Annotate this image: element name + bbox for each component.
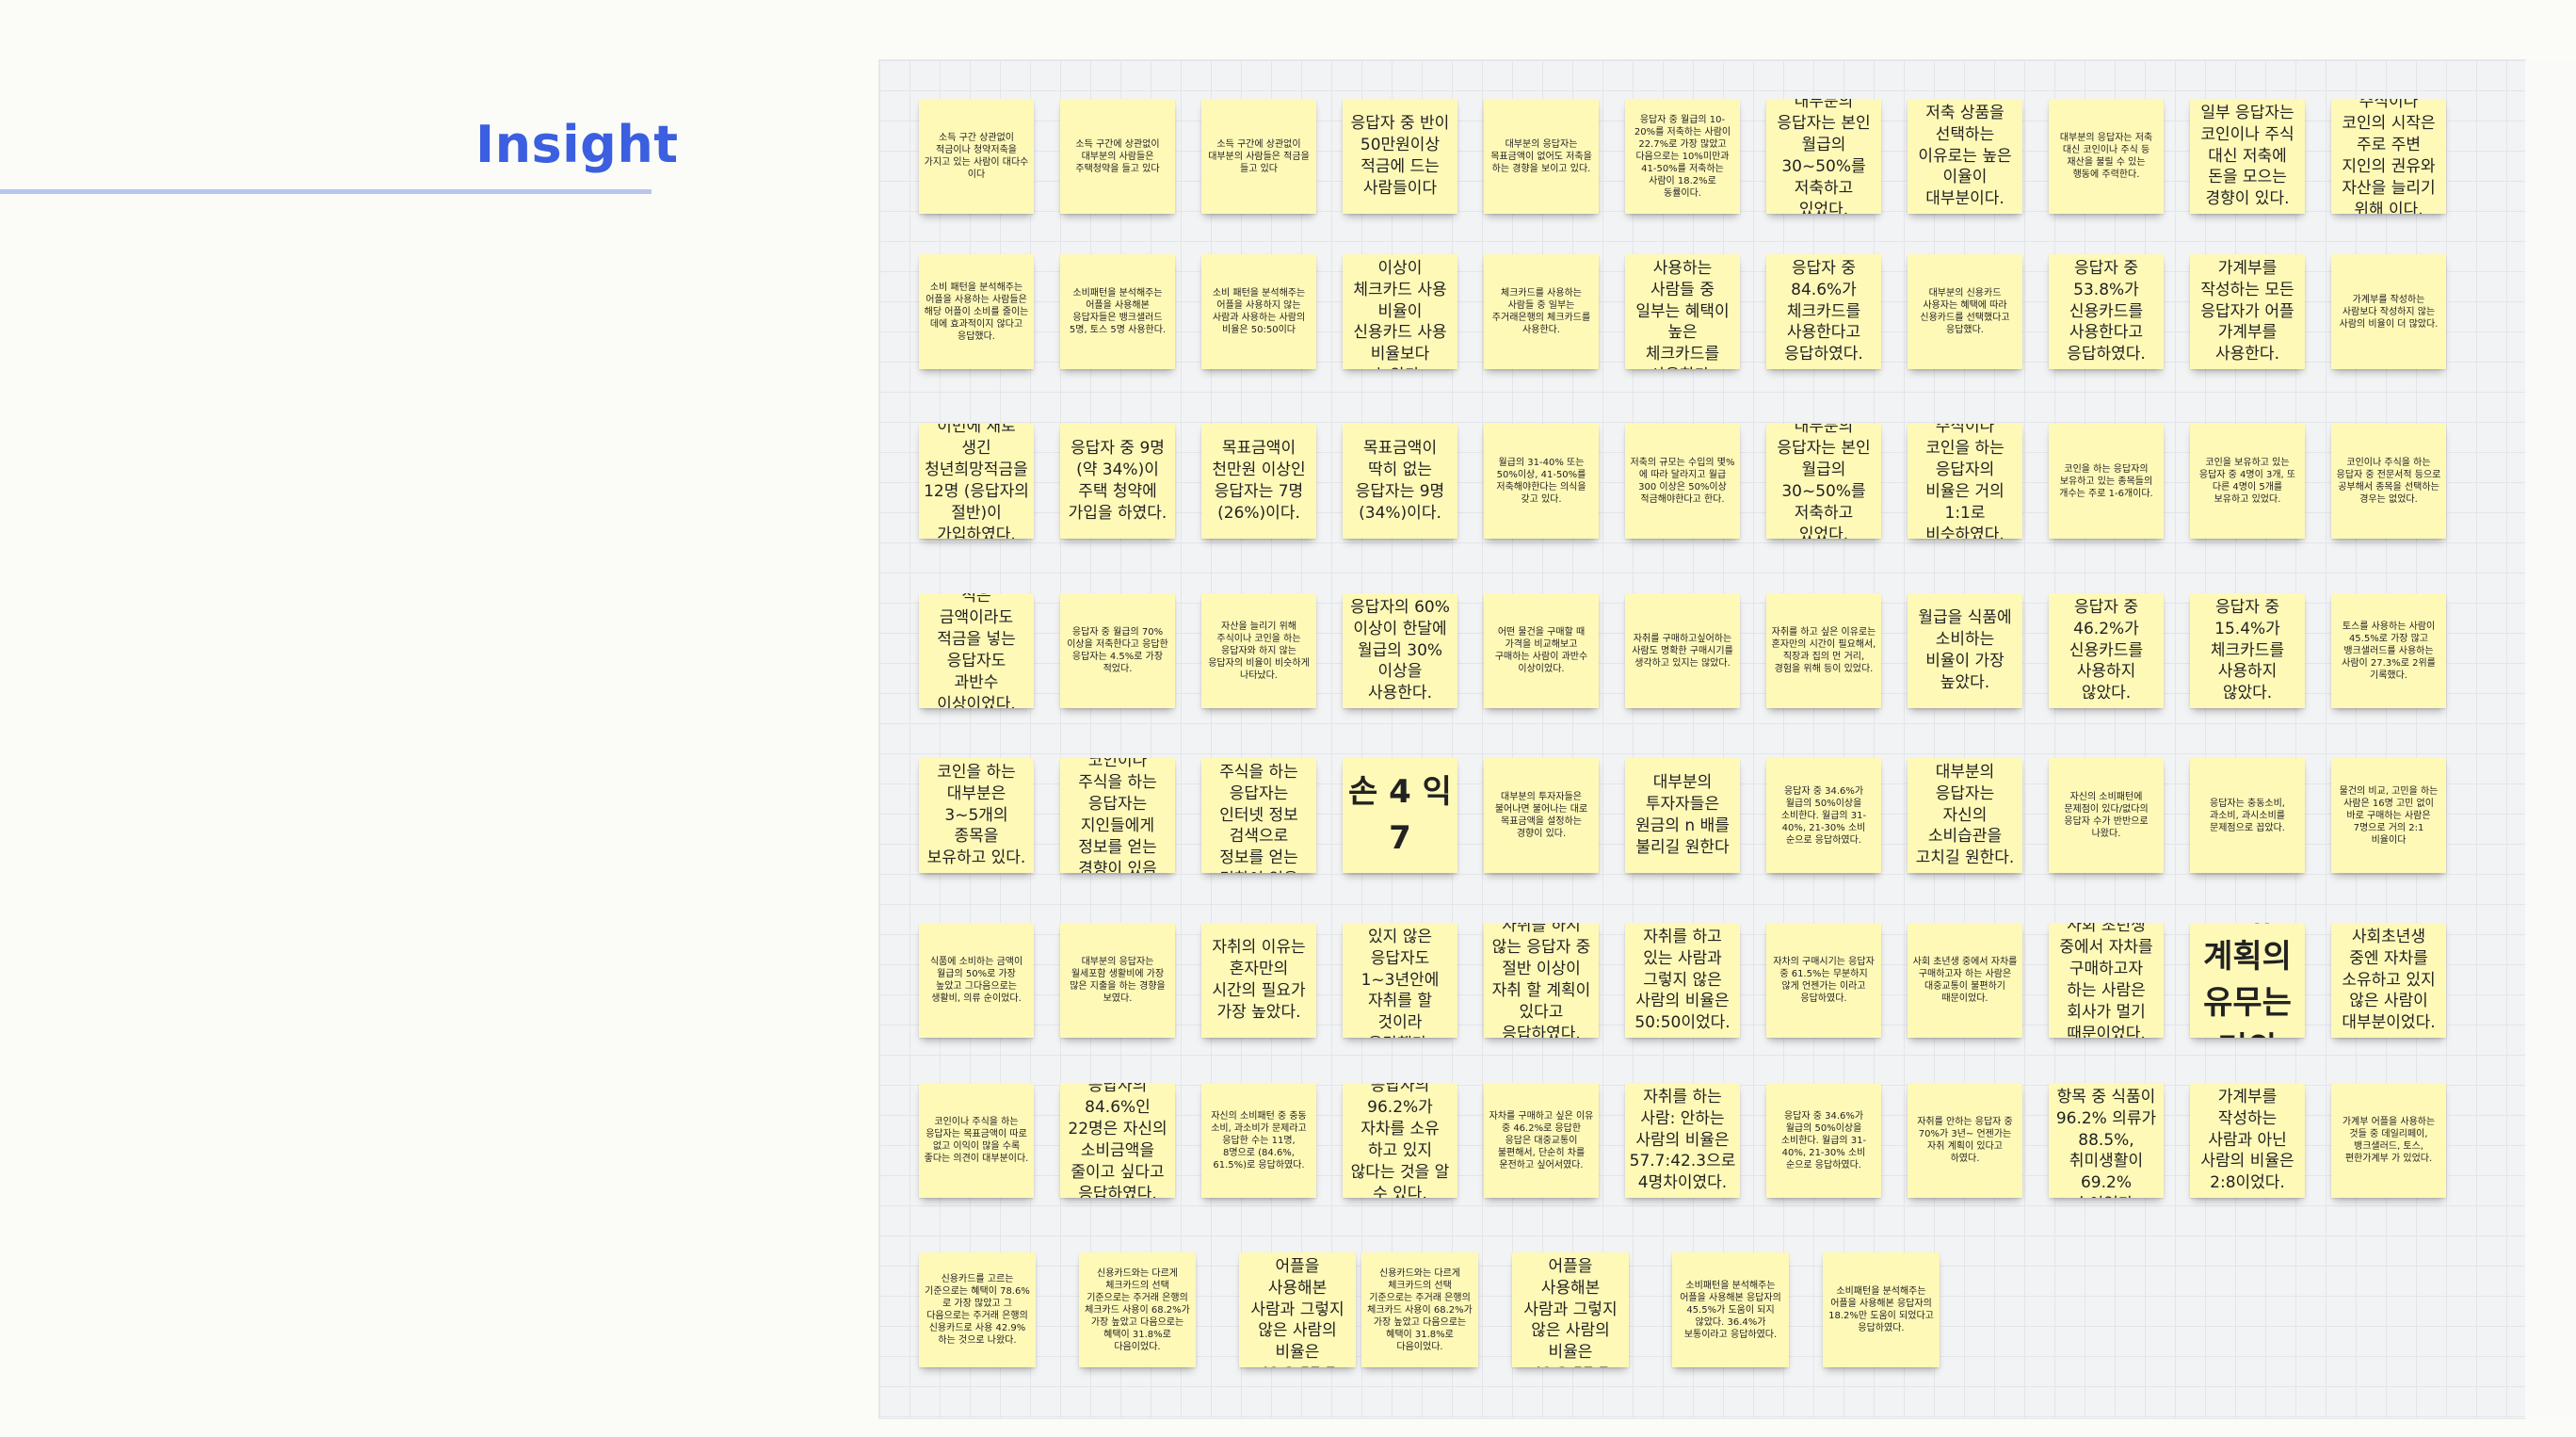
sticky-note[interactable]: 코인이나 주식을 하는 응답자는 지인들에게 정보를 얻는 경향이 있음 [1060,758,1175,873]
sticky-note[interactable]: 소득 구간 상관없이 적금이나 청약저축을 가지고 있는 사람이 대다수 이다 [919,99,1034,214]
sticky-note[interactable]: 자신의 소비패턴에 문제점이 있다/없다의 응답자 수가 반반으로 나왔다. [2049,758,2164,873]
sticky-note[interactable]: 이번에 새로 생긴 청년희망적금을 12명 (응답자의 절반)이 가입하였다. [919,424,1034,539]
sticky-note[interactable]: 월급의 31-40% 또는 50%이상, 41-50%를 저축해야한다는 의식을… [1484,424,1599,539]
sticky-note[interactable]: 소비 패턴을 분석해주는 어플을 사용하지 않는 사람과 사용하는 사람의 비율… [1201,254,1316,369]
board-scroll-edge [2525,60,2576,1418]
sticky-note[interactable]: 대부분의 신용카드 사용자는 혜택에 따라 신용카드를 선택했다고 응답했다. [1908,254,2022,369]
sticky-note[interactable]: 자취를 구매하고싶어하는 사람도 명확한 구매시기를 생각하고 있지는 않았다. [1625,593,1740,708]
sticky-note[interactable]: 응답자는 충동소비, 과소비, 과시소비를 문제점으로 꼽았다. [2190,758,2305,873]
sticky-note[interactable]: 신용카드를 고르는 기준으로는 혜택이 78.6%로 가장 많았고 그 다음으로… [919,1252,1036,1367]
sticky-note[interactable]: 신용카드와는 다르게 체크카드의 선택 기준으로는 주거래 은행의 체크카드 사… [1361,1252,1478,1367]
sticky-note[interactable]: 응답자의 60%이상이 한달에 월급의 30%이상을 사용한다. [1343,593,1457,708]
sticky-note[interactable]: 응답자 중 34.6%가 월급의 50%이상을 소비한다. 월급의 31-40%… [1766,758,1881,873]
sticky-note[interactable]: 가계부 어플을 사용하는 것들 중 데일리페이, 뱅크샐러드, 토스, 편한가계… [2331,1083,2446,1198]
sticky-note[interactable]: 자취를 하고 있는 사람과 그렇지 않은 사람의 비율은 50:50이었다. [1625,923,1740,1038]
sticky-note[interactable]: 사회 초년생 중에서 자차를 구매하고자 하는 사람은 대중교통이 불편하기 때… [1908,923,2022,1038]
sticky-note[interactable]: 코인을 하는 대부분은 3~5개의 종목을 보유하고 있다. [919,758,1034,873]
sticky-note[interactable]: 코인이나 주식을 하는 응답자는 인터넷 정보 검색으로 정보를 얻는 경향이 … [1201,758,1316,873]
sticky-note[interactable]: 저축 상품을 선택하는 이유로는 높은 이율이 대부분이다. [1908,99,2022,214]
sticky-note[interactable]: 대부분의 투자자들은 불어나면 불어나는 대로 목표금액을 설정하는 경향이 있… [1484,758,1599,873]
sticky-note[interactable]: 가계부를 작성하는 사람보다 작성하지 않는 사람의 비율이 더 많았다. [2331,254,2446,369]
sticky-note[interactable]: 소비패턴을 분석해주는 어플을 사용해본 응답자의 45.5%가 도움이 되지 … [1672,1252,1789,1367]
sticky-note[interactable]: 손 4 익 7 [1343,758,1457,873]
sticky-note[interactable]: 물건의 비교, 고민을 하는 사람은 16명 고민 없이 바로 구매하는 사람은… [2331,758,2446,873]
sticky-note[interactable]: 대부분의 투자자들은 원금의 n 배를 불리길 원한다 [1625,758,1740,873]
sticky-note[interactable]: 자취를 하고 싶은 이유로는 혼자만의 시간이 필요해서, 직장과 집의 먼 거… [1766,593,1881,708]
sticky-note[interactable]: 응답자 중 53.8%가 신용카드를 사용한다고 응답하였다. [2049,254,2164,369]
sticky-note[interactable]: 자취를 안하는 응답자 중 70%가 3년~ 언젠가는 자취 계획이 있다고 하… [1908,1083,2022,1198]
sticky-note[interactable]: 응답자 중 월급의 70%이상을 저축한다고 응답한 응답자는 4.5%로 가장… [1060,593,1175,708]
sticky-note[interactable]: 자신의 소비패턴 중 충동 소비, 과소비가 문제라고 응답한 수는 11명, … [1201,1083,1316,1198]
sticky-note[interactable]: 코인이나 주식을 하는 응답자는 목표금액이 따로 없고 이익이 많을 수록 좋… [919,1083,1034,1198]
sticky-note[interactable]: 소비패턴을 분석해주는 어플을 사용해본 응답자의 18.2%만 도움이 되었다… [1823,1252,1940,1367]
sticky-note[interactable]: 목표금액이 딱히 없는 응답자는 9명(34%)이다. [1343,424,1457,539]
sticky-note[interactable]: 자산을 늘리기 위해 주식이나 코인을 하는 응답자와 하지 않는 응답자의 비… [1201,593,1316,708]
sticky-note[interactable]: 응답자 중 15.4%가 체크카드를 사용하지 않았다. [2190,593,2305,708]
sticky-note[interactable]: 신용카드와는 다르게 체크카드의 선택 기준으로는 주거래 은행의 체크카드 사… [1079,1252,1196,1367]
sticky-note[interactable]: 토스를 사용하는 사람이 45.5%로 가장 많고 뱅크샐러드를 사용하는 사람… [2331,593,2446,708]
sticky-note[interactable]: 적은 금액이라도 적금을 넣는 응답자도 과반수 이상이었다. [919,593,1034,708]
sticky-note[interactable]: 저축의 규모는 수입의 몇%에 따라 달라지고 월급 300 이상은 50%이상… [1625,424,1740,539]
sticky-note[interactable]: 목표금액이 천만원 이상인 응답자는 7명(26%)이다. [1201,424,1316,539]
sticky-note[interactable]: 응답자 중 46.2%가 신용카드를 사용하지 않았다. [2049,593,2164,708]
sticky-note[interactable]: 식품에 소비하는 금액이 월급의 50%로 가장 높았고 그다음으로는 생활비,… [919,923,1034,1038]
sticky-note[interactable]: 대부분의 응답자는 목표금액이 없어도 저축을 하는 경향을 보이고 있다. [1484,99,1599,214]
sticky-note[interactable]: 자차의 소유 계획의 유무는 거의 반반이다. [2190,923,2305,1038]
sticky-note[interactable]: 가계부를 작성하는 사람과 아닌 사람의 비율은 2:8이었다. [2190,1083,2305,1198]
sticky-note[interactable]: 어떤 물건을 구매할 때 가격을 비교해보고 구매하는 사람이 과반수 이상이었… [1484,593,1599,708]
sticky-note[interactable]: 주식이나 코인의 시작은 주로 주변 지인의 권유와 자산을 늘리기 위해 이다… [2331,99,2446,214]
page-title: Insight [475,115,679,174]
sticky-note[interactable]: 대부분의 응답자는 본인 월급의 30~50%를 저축하고 있었다. [1766,99,1881,214]
sticky-note[interactable]: 자차를 구매하고 싶은 이유 중 46.2%로 응답한 응답은 대중교통이 불편… [1484,1083,1599,1198]
sticky-note[interactable]: 소득 구간에 상관없이 대부분의 사람들은 적금을 들고 있다 [1201,99,1316,214]
sticky-note[interactable]: 응답자 중 절반 이상이 체크카드 사용 비율이 신용카드 사용 비율보다 높았… [1343,254,1457,369]
sticky-note[interactable]: 응답자의 84.6%인 22명은 자신의 소비금액을 줄이고 싶다고 응답하였다… [1060,1083,1175,1198]
sticky-note[interactable]: 대부분의 응답자는 본인 월급의 30~50%를 저축하고 있었다. [1766,424,1881,539]
sticky-note[interactable]: 응답자 중 9명(약 34%)이 주택 청약에 가입을 하였다. [1060,424,1175,539]
sticky-note[interactable]: 코인이나 주식을 하는 응답자 중 전문서적 등으로 공부해서 종목을 선택하는… [2331,424,2446,539]
sticky-note[interactable]: 월급을 식품에 소비하는 비율이 가장 높았다. [1908,593,2022,708]
sticky-note[interactable]: 응답자 중 34.6%가 월급의 50%이상을 소비한다. 월급의 31-40%… [1766,1083,1881,1198]
sticky-note[interactable]: 응답자의 96.2%가 자차를 소유 하고 있지 않다는 것을 알 수 있다. [1343,1083,1457,1198]
sticky-note[interactable]: 소비패턴을 분석해주는 어플을 사용해본 응답자들은 뱅크샐러드 5명, 토스 … [1060,254,1175,369]
sticky-note[interactable]: 자취를 하고 있지 않은 응답자도 1~3년안에 자취를 할 것이라 응답했다. [1343,923,1457,1038]
sticky-note[interactable]: 사회초년생 중엔 자차를 소유하고 있지 않은 사람이 대부분이었다. [2331,923,2446,1038]
sticky-note[interactable]: 자취를 하는 사람: 안하는 사람의 비율은 57.7:42.3으로 4명차이였… [1625,1083,1740,1198]
sticky-note[interactable]: 체크카드를 사용하는 사람들 중 일부는 혜택이 높은 체크카드를 사용한다. [1625,254,1740,369]
sticky-note[interactable]: 대부분의 응답자는 자신의 소비습관을 고치길 원한다. [1908,758,2022,873]
sticky-note[interactable]: 월급의 소비 항목 중 식품이 96.2% 의류가 88.5%, 취미생활이 6… [2049,1083,2164,1198]
sticky-note[interactable]: 자취를 하지 않는 응답자 중 절반 이상이 자취 할 계획이 있다고 응답하였… [1484,923,1599,1038]
sticky-note[interactable]: 코인을 하는 응답자의 보유하고 있는 종목들의 개수는 주로 1-6개이다. [2049,424,2164,539]
sticky-note[interactable]: 소득 구간에 상관없이 대부분의 사람들은 주택청약을 들고 있다 [1060,99,1175,214]
sticky-note[interactable]: 소비 패턴을 분석해주는 어플을 사용하는 사람들은 해당 어플이 소비를 줄이… [919,254,1034,369]
sticky-note[interactable]: 응답자 중 84.6%가 체크카드를 사용한다고 응답하였다. [1766,254,1881,369]
sticky-note[interactable]: 소비패턴을 분석해주는 어플을 사용해본 사람과 그렇지 않은 사람의 비율은 … [1239,1252,1356,1367]
sticky-note[interactable]: 소비패턴을 분석해주는 어플을 사용해본 사람과 그렇지 않은 사람의 비율은 … [1512,1252,1629,1367]
sticky-note[interactable]: 일부 응답자는 코인이나 주식 대신 저축에 돈을 모으는 경향이 있다. [2190,99,2305,214]
sticky-note[interactable]: 코인을 보유하고 있는 응답자 중 4명이 3개, 또 다른 4명이 5개를 보… [2190,424,2305,539]
title-underline [0,189,652,194]
sticky-note[interactable]: 대부분의 응답자는 저축 대신 코인이나 주식 등 재산을 불릴 수 있는 행동… [2049,99,2164,214]
sticky-note[interactable]: 응답자 중 월급의 10-20%를 저축하는 사람이 22.7%로 가장 많았고… [1625,99,1740,214]
sticky-note[interactable]: 체크카드를 사용하는 사람들 중 일부는 주거래은행의 체크카드를 사용한다. [1484,254,1599,369]
sticky-note[interactable]: 응답자 중 반이 50만원이상 적금에 드는 사람들이다 [1343,99,1457,214]
sticky-note[interactable]: 대부분의 응답자는 월세포함 생활비에 가장 많은 지출을 하는 경향을 보였다… [1060,923,1175,1038]
sticky-note[interactable]: 자취의 이유는 혼자만의 시간의 필요가 가장 높았다. [1201,923,1316,1038]
sticky-note[interactable]: 자차의 구매시기는 응답자 중 61.5%는 무분하지 않게 언젠가는 이라고 … [1766,923,1881,1038]
sticky-note[interactable]: 가계부를 작성하는 모든 응답자가 어플 가계부를 사용한다. [2190,254,2305,369]
sticky-note[interactable]: 사회 초년생 중에서 자차를 구매하고자 하는 사람은 회사가 멀기 때문이었다… [2049,923,2164,1038]
sticky-note[interactable]: 주식이나 코인을 하는 응답자의 비율은 거의 1:1로 비슷하였다. [1908,424,2022,539]
